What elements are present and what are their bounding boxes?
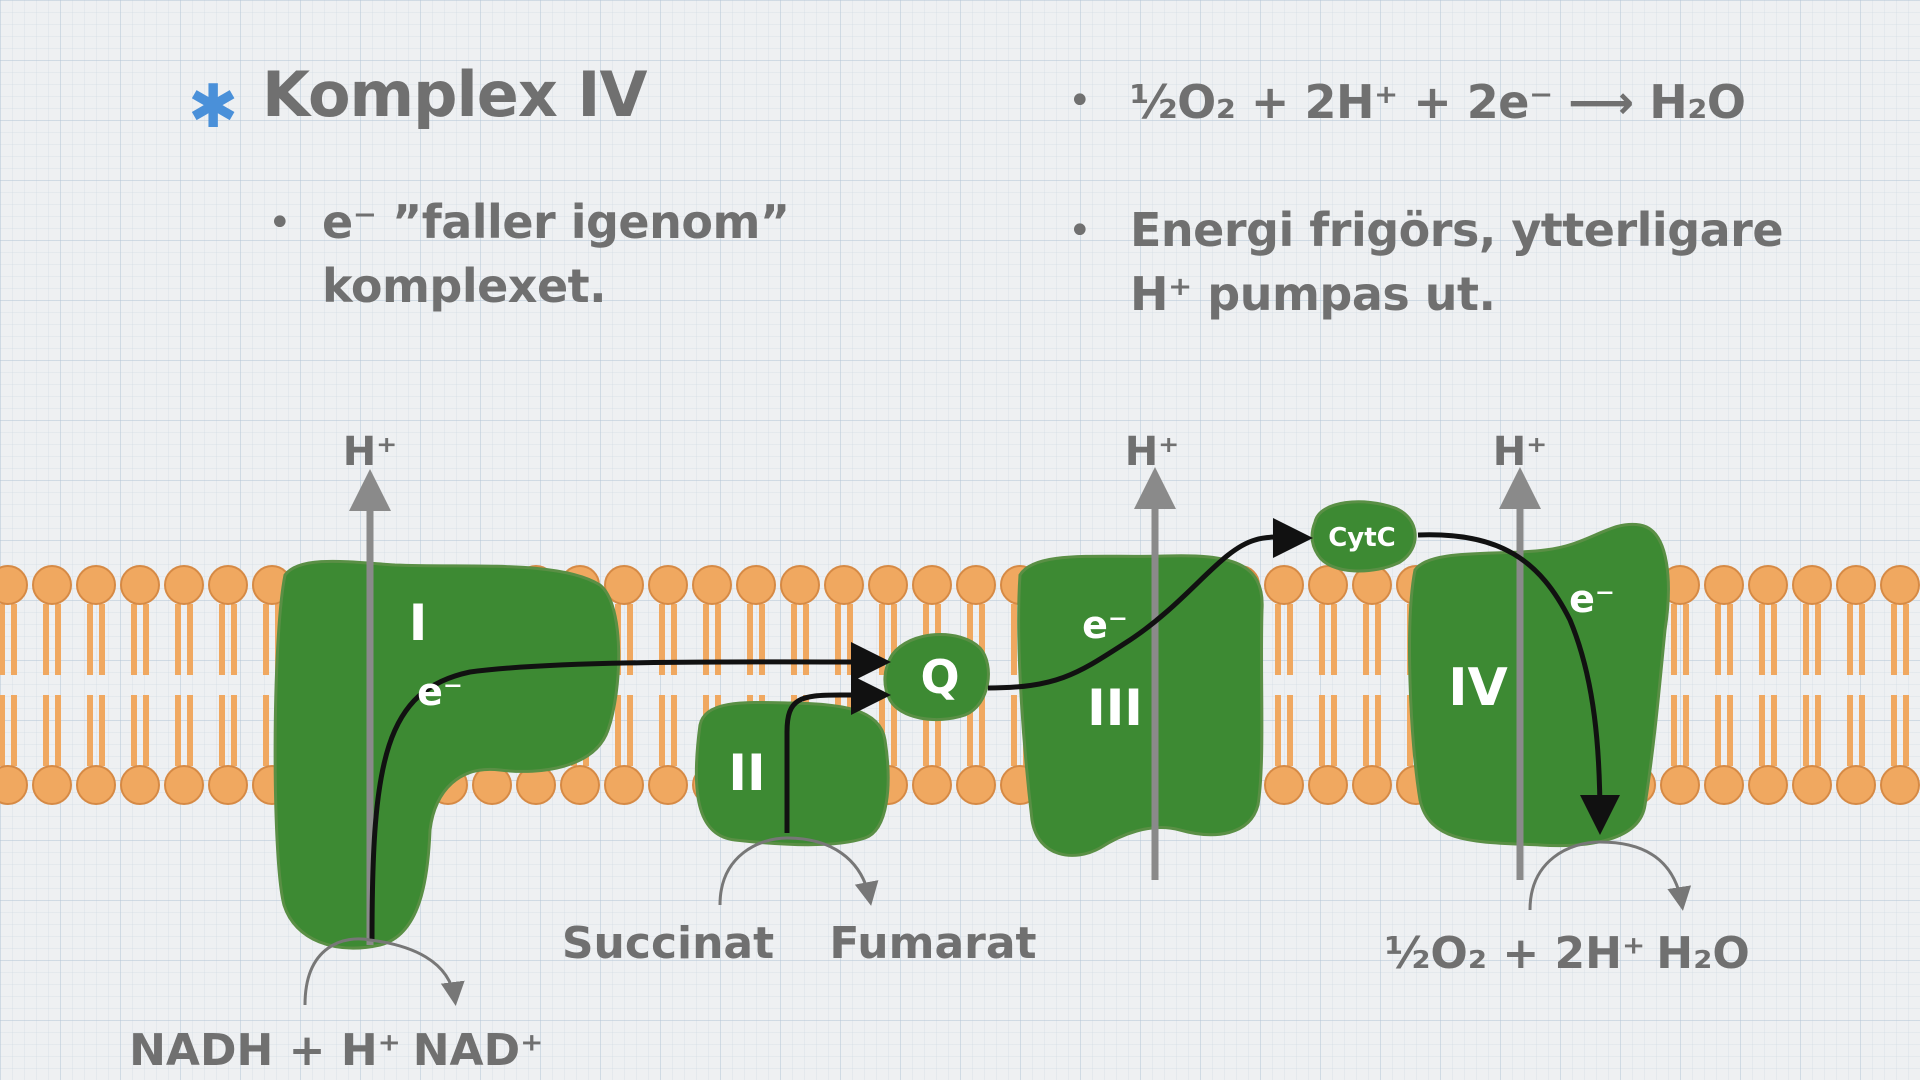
electron-path-q-to-cytc [987,517,1313,691]
lipid-head [1660,765,1700,805]
lipid-head [1880,765,1920,805]
right-bullet1-line1: ½O₂ + 2H⁺ + 2e⁻ ⟶ H₂O [1130,75,1746,129]
oxygen-label: ½O₂ + 2H⁺ [1385,928,1645,979]
right-bullet2-line2: H⁺ pumpas ut. [1130,267,1496,321]
lipid-head [0,765,28,805]
proton-label-complex-iii: H⁺ [1125,429,1180,475]
electron-label-complex-iv: e⁻ [1569,577,1615,621]
electron-path-cytc-to-oxygen [1417,532,1620,835]
proton-label-complex-iv: H⁺ [1493,429,1548,475]
nadh-conversion-arrow [303,937,465,1006]
left-bullet-line2: komplexet. [322,259,607,313]
complex-ii-label: II [728,744,765,802]
complex-iii-label: III [1087,679,1143,737]
lipid-head [1308,565,1348,605]
lipid-head [164,565,204,605]
lipid-head [604,765,644,805]
succinate-conversion-arrow [718,836,879,906]
lipid-head [120,565,160,605]
lipid-head [1792,765,1832,805]
lipid-head [692,565,732,605]
nadh-label: NADH + H⁺ [129,1025,401,1076]
lipid-head [0,565,28,605]
fumarat-label: Fumarat [829,918,1036,969]
succinat-label: Succinat [562,918,774,969]
left-bullet-dot-icon: • [268,200,292,246]
water-label: H₂O [1656,928,1750,979]
electron-path-complex-i-to-q [369,641,891,941]
lipid-head [120,765,160,805]
lipid-head [32,765,72,805]
lipid-head [1792,565,1832,605]
complex-i-shape [273,559,621,950]
electron-path-complex-ii-to-q [784,675,891,833]
left-bullet-line1: e⁻ ”faller igenom” [322,195,790,249]
lipid-head [1352,765,1392,805]
proton-label-complex-i: H⁺ [343,429,398,475]
lipid-head [1308,765,1348,805]
lipid-head [956,765,996,805]
right-bullet2-line1: Energi frigörs, ytterligare [1130,203,1784,257]
title-bullet-star-icon: ✱ [188,72,239,142]
complex-iv-shape [1408,522,1670,848]
lipid-head [912,565,952,605]
lipid-head [208,565,248,605]
lipid-head [604,565,644,605]
lipid-head [1264,565,1304,605]
lipid-head [956,565,996,605]
lipid-head [1748,565,1788,605]
lipid-head [76,765,116,805]
lipid-head [912,765,952,805]
lipid-head [32,565,72,605]
lipid-head [1748,765,1788,805]
lipid-head [76,565,116,605]
lipid-head [1836,765,1876,805]
lipid-head [164,765,204,805]
cytochrome-c-label: CytC [1328,523,1396,553]
cytochrome-c-shape [1310,500,1417,573]
lipid-head [1836,565,1876,605]
lipid-head [736,565,776,605]
electron-label-complex-i: e⁻ [417,670,463,714]
complex-i-label: I [409,594,428,652]
lipid-head [1880,565,1920,605]
electron-label-complex-iii: e⁻ [1082,603,1128,647]
nad-label: NAD⁺ [413,1025,544,1076]
lipid-head [648,765,688,805]
lipid-head [560,765,600,805]
right-bullet2-dot-icon: • [1068,208,1092,254]
lipid-head [648,565,688,605]
complex-ii-shape [694,701,890,847]
ubiquinone-q-label: Q [920,650,959,704]
lipid-head [824,565,864,605]
slide-title: Komplex IV [262,58,647,131]
lipid-head [868,565,908,605]
lipid-head [780,565,820,605]
lipid-head [208,765,248,805]
right-bullet1-dot-icon: • [1068,78,1092,124]
oxygen-conversion-arrow [1528,840,1692,911]
complex-iii-shape [1017,554,1264,857]
lipid-head [1264,765,1304,805]
lipid-head [1704,765,1744,805]
lipid-head [1704,565,1744,605]
complex-iv-label: IV [1448,658,1508,718]
